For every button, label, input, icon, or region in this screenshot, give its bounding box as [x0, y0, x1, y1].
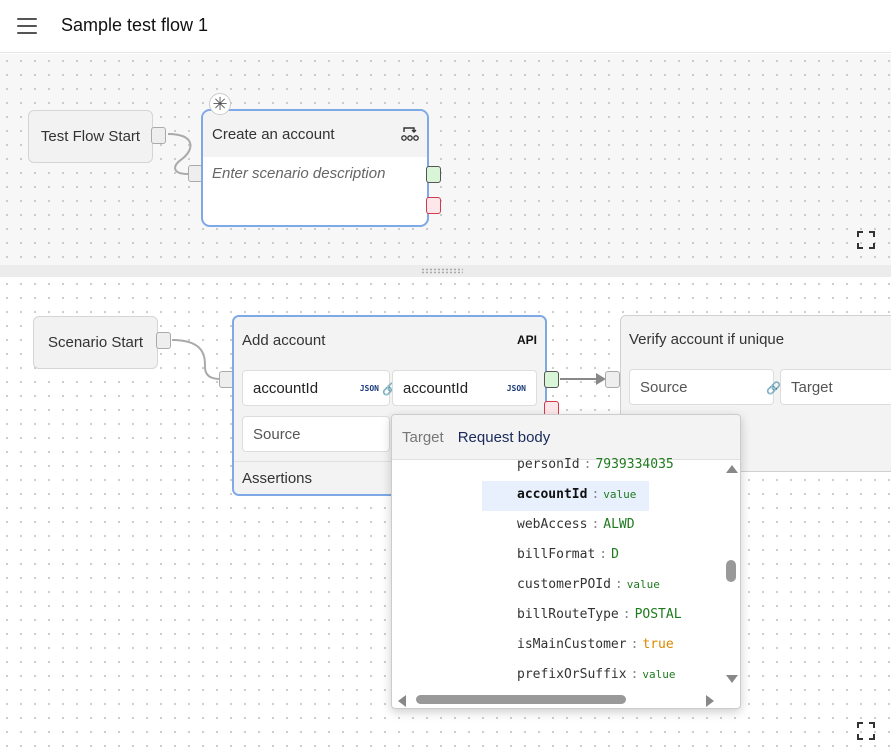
scenario-failure-port[interactable] — [426, 197, 441, 214]
test-flow-start-node[interactable]: Test Flow Start — [28, 110, 153, 163]
vertical-scrollbar[interactable] — [724, 463, 738, 688]
json-row-customerPOId[interactable]: customerPOId:value — [517, 577, 660, 592]
scroll-right-icon[interactable] — [706, 695, 714, 707]
step-title: Verify account if unique — [629, 330, 785, 348]
scenario-card-create-account[interactable]: Create an account Enter scenario descrip… — [201, 109, 429, 227]
scenario-description-input[interactable]: Enter scenario description — [212, 165, 386, 182]
test-flow-canvas[interactable]: Test Flow Start Create an account Enter … — [0, 54, 891, 265]
vertical-scroll-thumb[interactable] — [726, 560, 736, 582]
asterisk-icon: ✳ — [209, 93, 231, 115]
verify-account-step-card[interactable]: Verify account if unique Source 🔗 Target — [620, 315, 891, 472]
step-title: Add account — [242, 331, 326, 349]
page-title: Sample test flow 1 — [61, 15, 209, 35]
add-account-step-card[interactable]: Add account API accountId JSON 🔗 account… — [232, 315, 547, 496]
fullscreen-icon[interactable] — [857, 231, 875, 249]
horizontal-scrollbar[interactable] — [394, 692, 724, 707]
scenario-success-port[interactable] — [426, 166, 441, 183]
scenario-title: Create an account — [212, 125, 335, 143]
start-node-label: Test Flow Start — [40, 128, 141, 145]
response-field-input[interactable]: accountId JSON — [392, 370, 537, 406]
link-icon: 🔗 — [766, 381, 781, 395]
json-row-accountId[interactable]: accountId:value — [517, 487, 637, 502]
api-badge: API — [516, 333, 537, 347]
json-tag: JSON — [506, 383, 526, 393]
json-row-webAccess[interactable]: webAccess:ALWD — [517, 517, 635, 532]
tab-target[interactable]: Target — [402, 428, 444, 446]
scroll-up-icon[interactable] — [726, 465, 738, 473]
horizontal-scroll-thumb[interactable] — [416, 695, 626, 704]
tab-request-body[interactable]: Request body — [457, 428, 551, 446]
fullscreen-icon[interactable] — [857, 722, 875, 740]
scroll-left-icon[interactable] — [398, 695, 406, 707]
flow-connectors — [167, 133, 192, 175]
scenario-start-label: Scenario Start — [47, 334, 144, 351]
popup-tabs: Target Request body — [392, 415, 740, 460]
json-tag: JSON — [359, 383, 379, 393]
scenario-icon — [401, 127, 419, 141]
scenario-start-node[interactable]: Scenario Start — [33, 316, 158, 369]
json-row-billFormat[interactable]: billFormat:D — [517, 547, 619, 562]
verify-input-port[interactable] — [605, 371, 620, 388]
resize-handle[interactable] — [421, 268, 463, 274]
json-row-billRouteType[interactable]: billRouteType:POSTAL — [517, 607, 682, 622]
start-output-port[interactable] — [151, 127, 166, 144]
json-row-personId[interactable]: personId:7939334035 — [517, 457, 674, 472]
source-input[interactable]: Source — [242, 416, 390, 452]
verify-source-input[interactable]: Source 🔗 — [629, 369, 781, 405]
panel-divider[interactable] — [0, 265, 891, 277]
scenario-connectors — [171, 339, 606, 385]
selected-row-highlight — [482, 481, 649, 511]
hamburger-menu-icon[interactable] — [17, 18, 37, 34]
app-header: Sample test flow 1 — [0, 0, 891, 53]
request-field-input[interactable]: accountId JSON 🔗 — [242, 370, 397, 406]
json-row-isMainCustomer[interactable]: isMainCustomer:true — [517, 637, 674, 652]
assertions-label: Assertions — [242, 470, 313, 487]
verify-target-input[interactable]: Target — [780, 369, 891, 405]
scroll-down-icon[interactable] — [726, 675, 738, 683]
target-picker-popup[interactable]: Target Request body personId:7939334035 … — [391, 414, 741, 709]
json-row-prefixOrSuffix[interactable]: prefixOrSuffix:value — [517, 667, 676, 682]
add-account-success-port[interactable] — [544, 371, 559, 388]
scenario-start-output-port[interactable] — [156, 332, 171, 349]
